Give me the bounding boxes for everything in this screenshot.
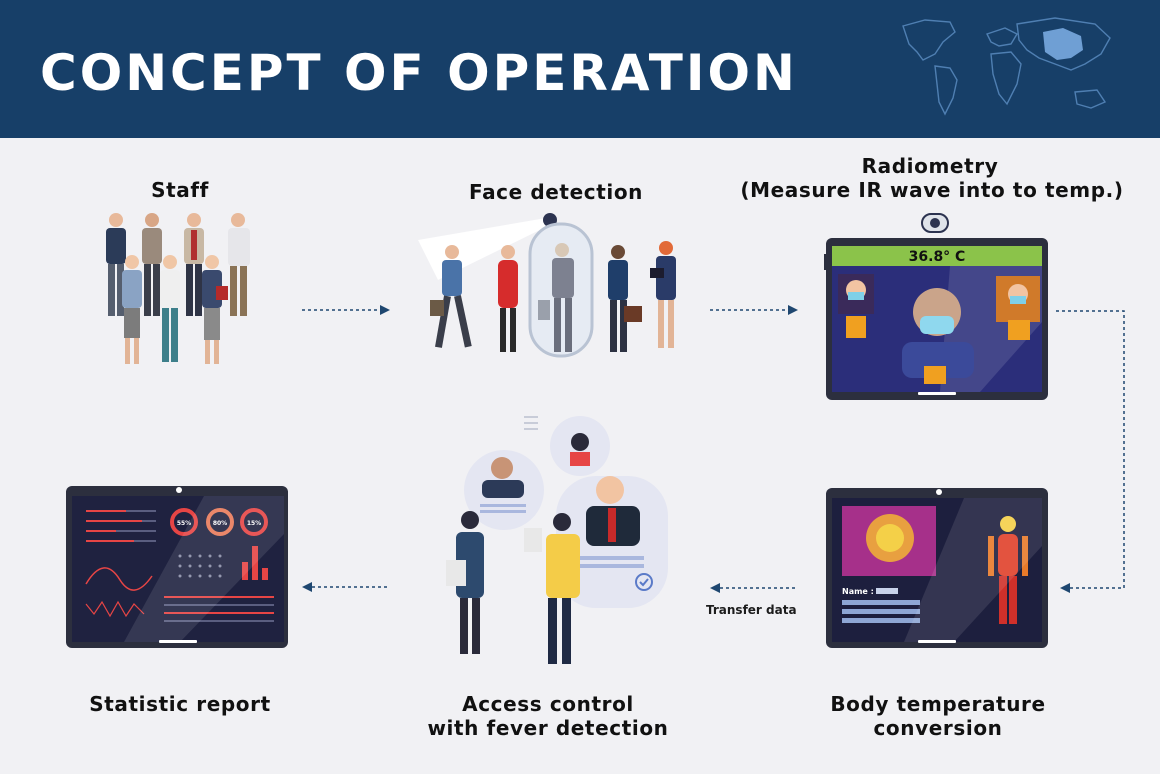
walking-people — [430, 241, 676, 352]
staff-back-row — [106, 213, 250, 316]
calendar-grid — [178, 554, 222, 578]
step-label-face-detection: Face detection — [468, 180, 644, 204]
wave-chart — [85, 567, 153, 591]
gauge-3: 15% — [240, 508, 268, 536]
temperature-readout: 36.8° C — [909, 249, 966, 265]
step-label-conversion: conversion — [873, 716, 1003, 740]
step-label-access-control: Access control — [462, 692, 634, 716]
zigzag-chart — [85, 600, 145, 618]
face-scan-left — [838, 274, 874, 338]
world-map-icon — [902, 17, 1111, 116]
gauge-2: 80% — [206, 508, 234, 536]
step-label-fever-detection: with fever detection — [427, 716, 669, 740]
bar-chart — [242, 546, 268, 580]
page-title: CONCEPT OF OPERATION — [40, 44, 798, 102]
woman-with-clipboard — [446, 511, 484, 654]
radiometry-tablet: 36.8° C — [824, 213, 1048, 400]
svg-text:80%: 80% — [213, 520, 227, 527]
access-control-illustration — [446, 416, 668, 664]
arrow-staff-to-face — [302, 305, 390, 315]
slider-bars — [86, 510, 156, 542]
arrow-thermal-to-access — [710, 583, 798, 593]
body-heatmap-figure — [988, 516, 1028, 624]
arrow-radiometry-to-thermal — [1056, 310, 1125, 593]
man-with-tablet — [524, 513, 580, 664]
face-detection-illustration — [418, 213, 676, 358]
svg-text:15%: 15% — [247, 520, 261, 527]
face-scan-right — [996, 276, 1040, 340]
temperature-bar — [832, 246, 1042, 266]
thermal-tablet: Name : — [826, 488, 1048, 648]
arrow-face-to-radiometry — [710, 305, 798, 315]
statistic-report-tablet: 55% 80% 15% — [66, 486, 288, 648]
step-label-radiometry: Radiometry — [861, 154, 999, 178]
header-banner: CONCEPT OF OPERATION — [0, 0, 1160, 138]
face-scan-center — [902, 288, 974, 384]
staff-illustration — [106, 213, 250, 364]
gauge-1: 55% — [170, 508, 198, 536]
transfer-data-label: Transfer data — [706, 603, 797, 617]
step-label-staff: Staff — [151, 178, 209, 202]
name-label: Name : — [842, 587, 874, 596]
progress-lines — [164, 596, 274, 622]
step-label-statistic-report: Statistic report — [89, 692, 271, 716]
check-icon — [635, 573, 653, 591]
step-label-body-temperature: Body temperature — [830, 692, 1046, 716]
staff-front-row — [122, 255, 228, 364]
step-label-radiometry-detail: (Measure IR wave into to temp.) — [740, 178, 1124, 202]
arrow-access-to-report — [302, 582, 390, 592]
svg-text:55%: 55% — [177, 520, 191, 527]
